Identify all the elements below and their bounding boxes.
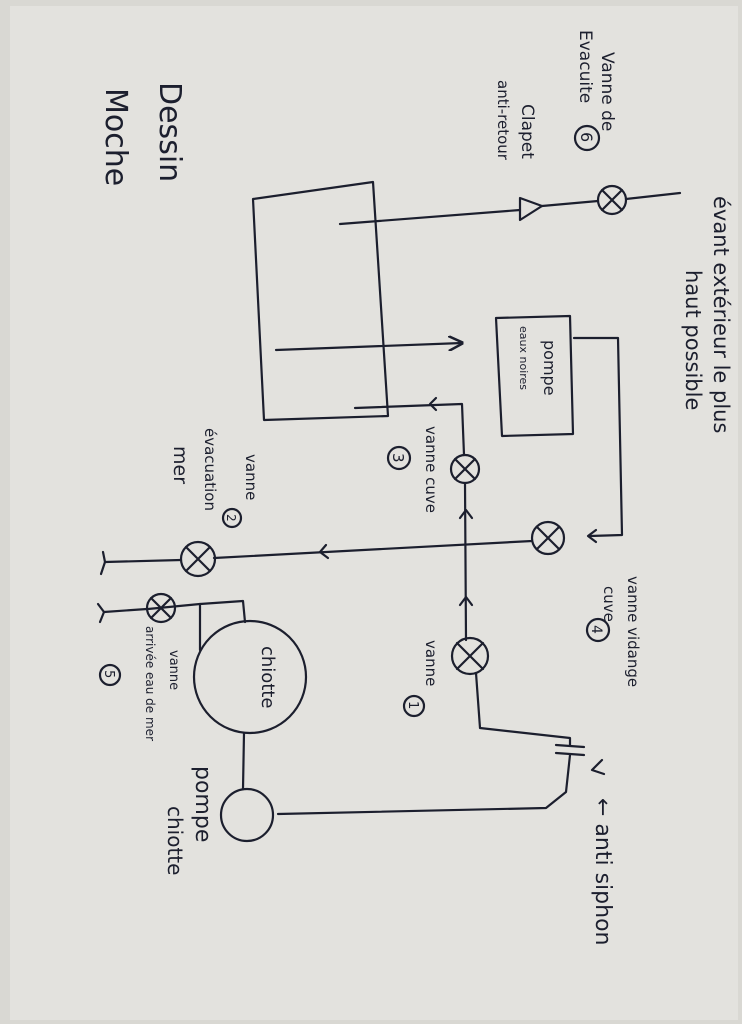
vanne-1-label: vanne — [422, 640, 440, 686]
vanne-cuve-3-valve-icon — [449, 453, 481, 485]
anti-siphon-label: ← anti siphon — [590, 798, 615, 945]
vanne-evac-mer-number: 2 — [224, 514, 238, 522]
pompe-chiotte-label-l2: chiotte — [163, 806, 187, 875]
pompe-eaux-noires-box — [494, 314, 575, 438]
evac-pipe-outlet — [103, 558, 183, 564]
outlet-arrow-inlet — [96, 602, 106, 624]
vanne-6-number: 6 — [577, 132, 596, 142]
pipe-to-anti-siphon — [474, 671, 572, 747]
sea-inlet-pipe-outlet — [102, 607, 149, 614]
clapet-label-l1: Clapet — [517, 104, 537, 159]
vanne-6-number-badge: 6 — [573, 124, 601, 152]
pompe-label-l1: pompe — [540, 340, 559, 396]
chiotte-label: chiotte — [257, 646, 278, 709]
pipe-arrow-down — [428, 396, 438, 412]
evant-label-l1: évant extérieur le plus — [709, 196, 733, 433]
vanne-evac-mer-number-badge: 2 — [221, 507, 243, 529]
anti-siphon-icon — [554, 743, 586, 757]
vanne-cuve-number-badge: 3 — [386, 445, 412, 471]
paper-sheet — [10, 6, 738, 1020]
anti-siphon-pointer — [590, 758, 606, 776]
vanne-evac-mer-label-l1: vanne — [242, 454, 260, 500]
pipe-arrow-up-1 — [458, 508, 474, 520]
sea-inlet-pipe — [198, 599, 247, 652]
pump-to-vanne4-pipe — [572, 336, 624, 538]
vanne-arrivee-label-l2: arrivée eau de mer — [143, 626, 157, 741]
vanne-6-label-l1: Vanne de — [597, 52, 617, 131]
vanne-vidange-label-l1: vanne vidange — [624, 576, 642, 687]
chiotte-to-pump-pipe — [241, 731, 246, 791]
chiotte-circle — [192, 619, 308, 735]
holding-tank — [251, 180, 390, 422]
title-line-1: Dessin — [152, 82, 187, 182]
vanne-evac-mer-label-l3: mer — [169, 446, 191, 484]
pipe-arrow-v4 — [586, 528, 598, 544]
clapet-label-l2: anti-retour — [494, 80, 512, 161]
pipe-from-anti-siphon — [276, 753, 572, 816]
evant-label-l2: haut possible — [681, 270, 705, 410]
vanne-vidange-number: 4 — [588, 625, 604, 634]
vanne-evac-mer-label-l2: évacuation — [201, 428, 219, 511]
vanne-vidange-number-badge: 4 — [585, 617, 611, 643]
pompe-chiotte-circle — [219, 787, 275, 843]
pompe-label-l2: eaux noires — [517, 326, 530, 390]
vanne-cuve-number: 3 — [389, 453, 407, 463]
vanne-6-valve-icon — [596, 184, 628, 216]
vanne-vidange-4-valve-icon — [530, 520, 566, 556]
vanne-arrivee-label-l1: vanne — [166, 650, 181, 690]
vanne-1-number: 1 — [405, 701, 420, 709]
vanne-1-valve-icon — [450, 636, 490, 676]
pipe-arrow-evac — [318, 543, 330, 560]
vent-pipe-2 — [540, 199, 600, 208]
vanne-vidange-label-l2: cuve — [600, 586, 618, 622]
vanne-arrivee-number: 5 — [101, 670, 116, 678]
vanne-6-label-l2: Evacuite — [575, 30, 595, 103]
tank-outlet-pipe — [353, 402, 466, 457]
outlet-arrow-evac — [99, 550, 107, 576]
tank-inlet-pipe — [274, 343, 462, 350]
vanne-arrivee-number-badge: 5 — [98, 663, 122, 687]
vanne-1-number-badge: 1 — [402, 694, 426, 718]
evac-pipe — [212, 539, 534, 560]
vanne-cuve-label: vanne cuve — [422, 426, 440, 513]
vent-pipe-outlet — [624, 191, 682, 201]
clapet-anti-retour-icon — [518, 196, 544, 222]
title-line-2: Moche — [98, 88, 133, 186]
vent-pipe — [338, 208, 522, 226]
vertical-pipe-3-1 — [463, 481, 468, 642]
pipe-arrow-up-2 — [458, 595, 474, 607]
vanne-evacuation-2-valve-icon — [179, 540, 217, 578]
pompe-chiotte-label-l1: pompe — [190, 766, 215, 842]
